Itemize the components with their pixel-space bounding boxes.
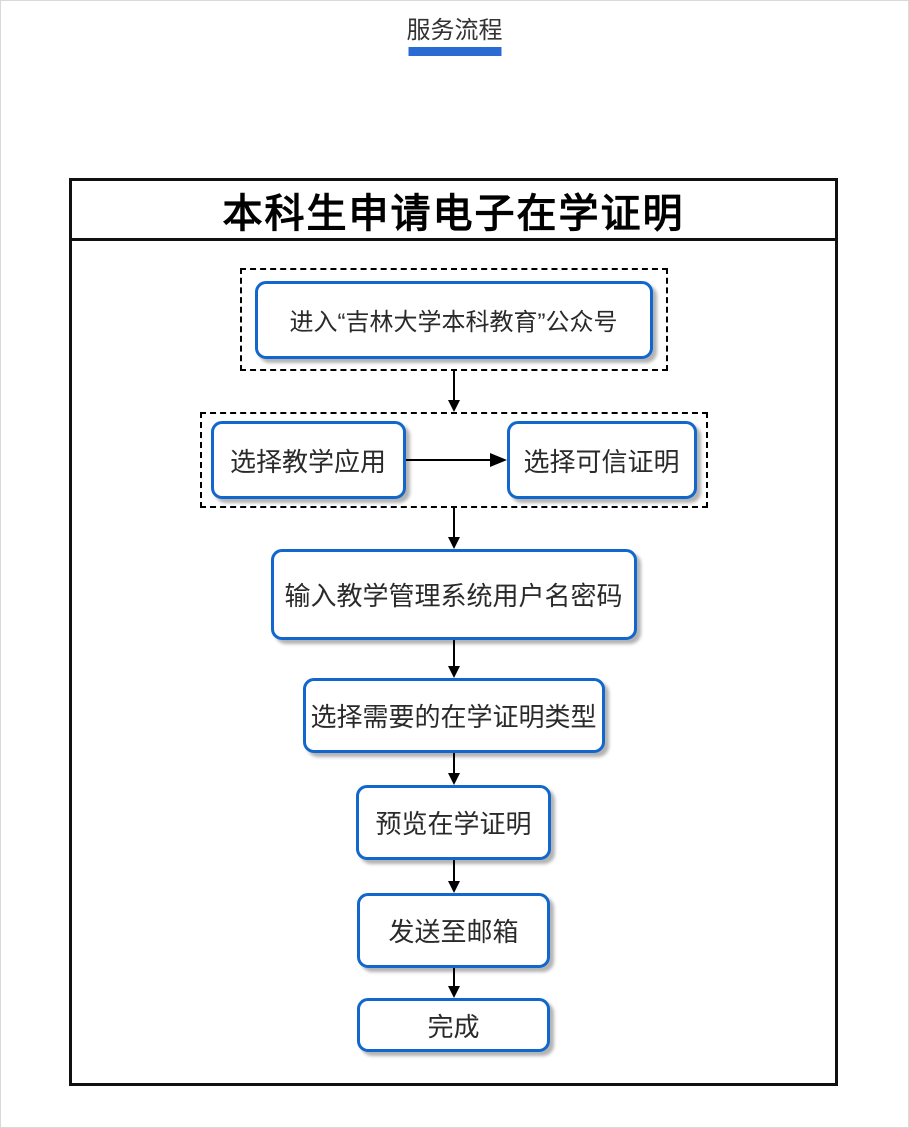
- arrow-down-icon: [446, 371, 462, 412]
- arrow-head: [489, 453, 507, 467]
- arrow-down-icon: [446, 753, 462, 785]
- arrow-shaft: [452, 860, 455, 881]
- step-box-select-certificate-type: 选择需要的在学证明类型: [302, 678, 605, 753]
- arrow-down-icon: [446, 860, 462, 893]
- arrow-shaft: [452, 371, 455, 400]
- arrow-shaft: [452, 640, 455, 666]
- underline-active-bar: [408, 47, 501, 56]
- flowchart-title: 本科生申请电子在学证明: [72, 181, 835, 241]
- arrow-shaft: [452, 753, 455, 773]
- arrow-head: [447, 537, 460, 549]
- step-box-enter-official-account: 进入“吉林大学本科教育”公众号: [254, 280, 653, 359]
- tab-service-flow-label: 服务流程: [406, 17, 503, 44]
- arrow-right-icon: [405, 421, 507, 499]
- arrow-head: [447, 986, 460, 998]
- arrow-head: [447, 773, 460, 785]
- step-box-select-teaching-app: 选择教学应用: [210, 421, 406, 499]
- step-box-preview-certificate: 预览在学证明: [356, 785, 551, 860]
- step-box-finish: 完成: [357, 998, 550, 1052]
- arrow-head: [447, 881, 460, 893]
- dashed-group-enter-account: 进入“吉林大学本科教育”公众号: [239, 268, 668, 371]
- arrow-down-icon: [446, 640, 462, 678]
- arrow-head: [447, 400, 460, 412]
- arrow-down-icon: [446, 508, 462, 549]
- arrow-down-icon: [446, 968, 462, 998]
- dashed-group-select-app: 选择教学应用 选择可信证明: [199, 412, 708, 508]
- arrow-head: [447, 666, 460, 678]
- flowchart-body: 进入“吉林大学本科教育”公众号 选择教学应用 选择可信证明 输入教学管理系统用户…: [72, 241, 835, 1052]
- step-box-enter-credentials: 输入教学管理系统用户名密码: [270, 549, 637, 640]
- step-box-select-trusted-certificate: 选择可信证明: [506, 421, 697, 499]
- step-box-send-to-email: 发送至邮箱: [357, 893, 550, 968]
- arrow-shaft: [405, 459, 490, 461]
- tab-service-flow[interactable]: 服务流程: [406, 1, 503, 56]
- arrow-shaft: [452, 968, 455, 986]
- flowchart-frame: 本科生申请电子在学证明 进入“吉林大学本科教育”公众号 选择教学应用 选择可信证…: [69, 178, 838, 1086]
- arrow-shaft: [452, 508, 455, 537]
